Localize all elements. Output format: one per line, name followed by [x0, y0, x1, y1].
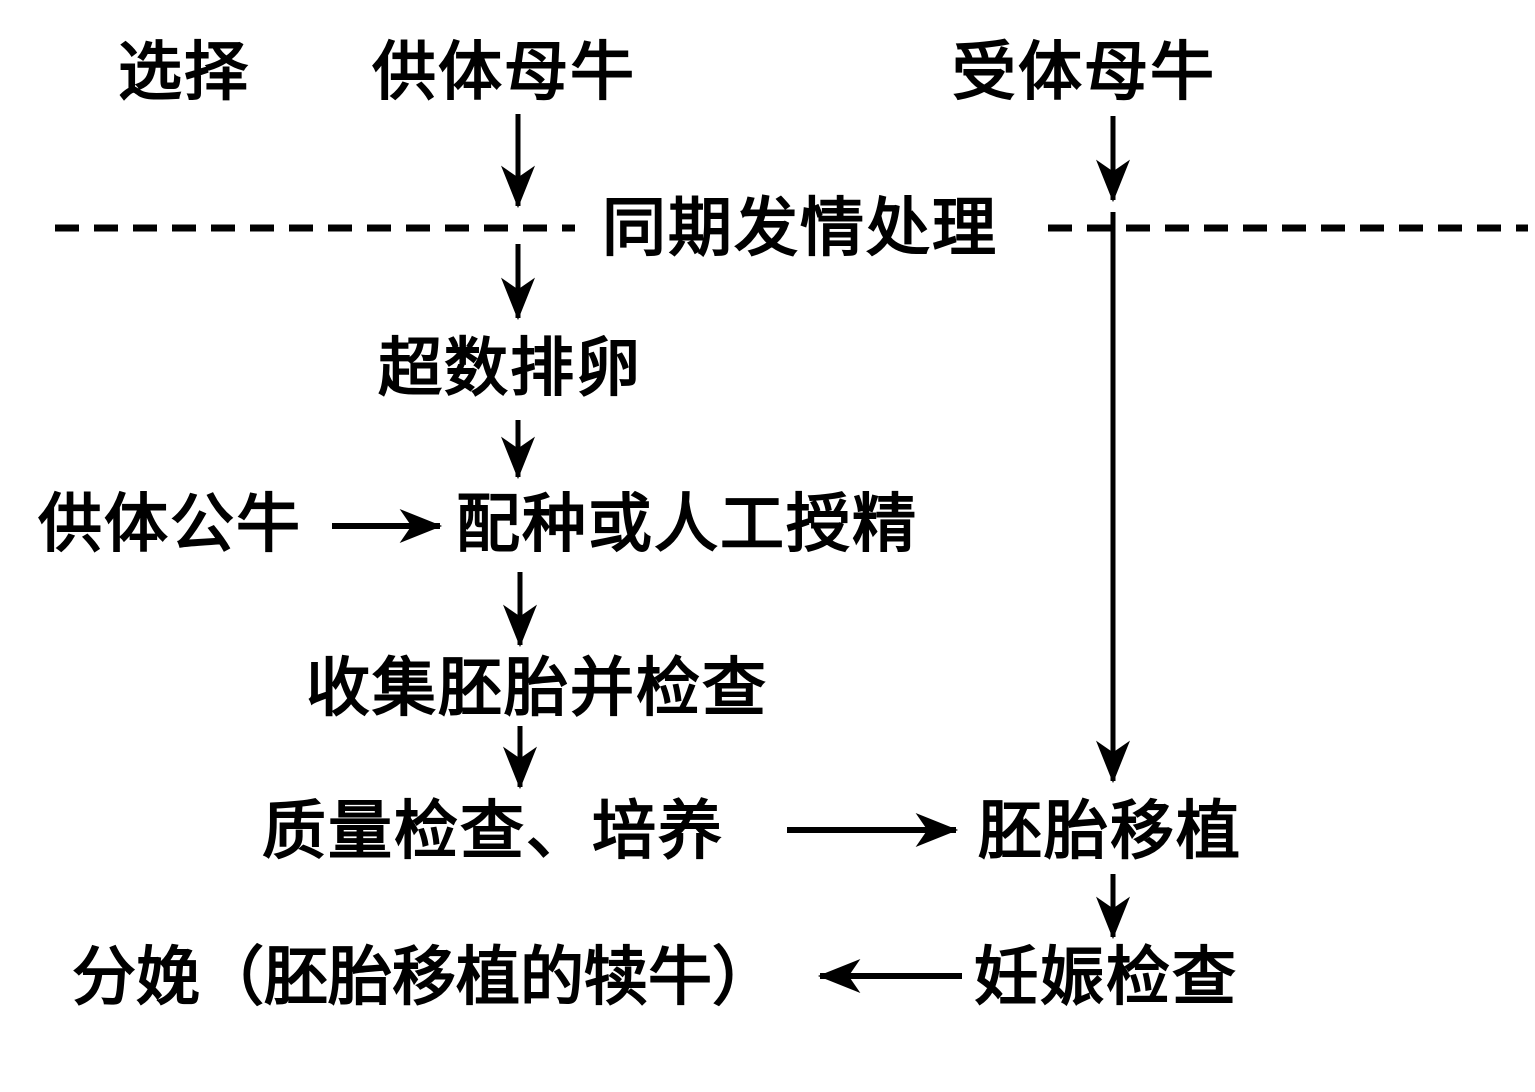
node-superovulation: 超数排卵: [378, 333, 642, 404]
node-pregnancy-check: 妊娠检查: [974, 942, 1238, 1013]
label-select: 选择: [118, 37, 250, 108]
node-donor-bull: 供体公牛: [38, 489, 302, 560]
node-delivery: 分娩（胚胎移植的犊牛）: [72, 942, 776, 1013]
node-quality-culture: 质量检查、培养: [262, 796, 724, 867]
node-insemination: 配种或人工授精: [456, 489, 918, 560]
node-collect-embryo: 收集胚胎并检查: [306, 653, 768, 724]
node-estrus-sync: 同期发情处理: [602, 193, 998, 264]
node-recipient-cow: 受体母牛: [952, 37, 1216, 108]
node-donor-cow: 供体母牛: [372, 37, 636, 108]
node-embryo-transfer: 胚胎移植: [978, 796, 1242, 867]
